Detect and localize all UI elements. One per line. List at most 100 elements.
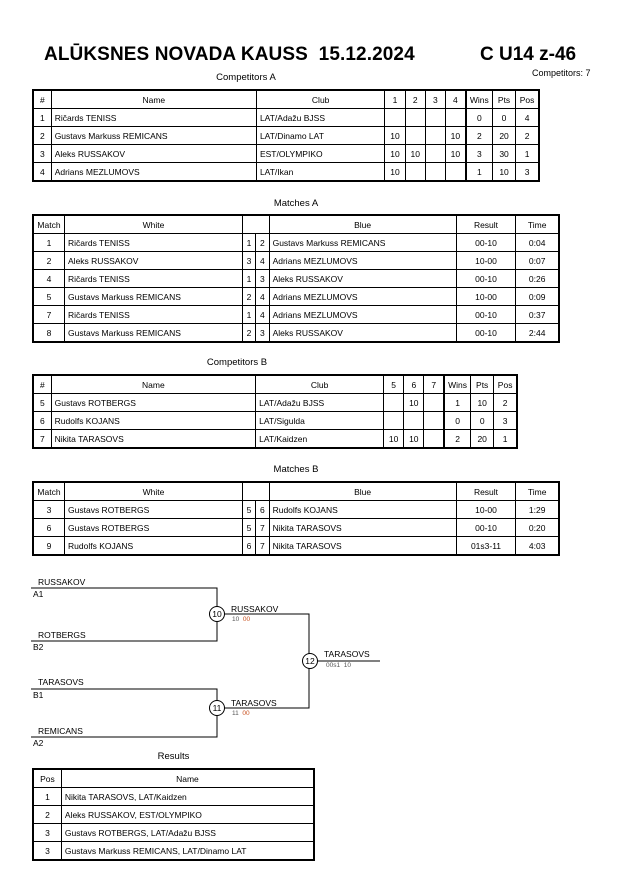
table-cell: Ričards TENISS	[50, 108, 257, 127]
table-cell: 3	[32, 500, 66, 519]
table-cell: 8	[32, 323, 66, 343]
col-header: Name	[50, 89, 257, 109]
semi1-score: 10 00	[232, 616, 251, 623]
table-cell: 6	[255, 500, 270, 519]
bracket: RUSSAKOV A1 ROTBERGS B2 TARASOVS B1 REMI…	[0, 570, 630, 750]
table-cell: 2	[464, 126, 493, 145]
col-header: Name	[60, 768, 315, 788]
table-cell: Nikita TARASOVS	[268, 536, 457, 556]
table-cell: 3	[493, 411, 518, 430]
slot-seed-1: A1	[33, 589, 44, 599]
col-header: Blue	[268, 481, 457, 501]
table-cell: 20	[491, 126, 517, 145]
table-cell: Nikita TARASOVS	[50, 429, 257, 449]
col-header-ids	[241, 214, 270, 234]
col-header: Match	[32, 214, 66, 234]
page-title: ALŪKSNES NOVADA KAUSS 15.12.2024	[44, 44, 415, 65]
table-cell: 3	[255, 323, 270, 343]
table-cell: EST/OLYMPIKO	[255, 144, 386, 163]
table-cell: 01s3-11	[455, 536, 517, 556]
col-header: Pos	[493, 374, 518, 394]
competitors-count: Competitors: 7	[532, 68, 591, 78]
table-cell: 3	[32, 841, 62, 861]
table-cell: 10-00	[455, 251, 517, 270]
table-cell	[424, 126, 447, 145]
table-cell: 1	[493, 429, 518, 449]
table-cell: 10	[384, 126, 406, 145]
table-cell: LAT/Adažu BJSS	[255, 108, 386, 127]
table-cell: 1	[515, 144, 540, 163]
competitors-a-title: Competitors A	[216, 72, 276, 83]
table-cell	[404, 162, 426, 182]
col-header: Pts	[470, 374, 495, 394]
table-cell: 5	[241, 518, 257, 537]
table-cell: 2	[32, 805, 62, 824]
table-cell: 6	[32, 411, 52, 430]
table-cell: 0	[443, 411, 472, 430]
table-cell: 0:07	[515, 251, 560, 270]
table-cell: Nikita TARASOVS	[268, 518, 457, 537]
table-cell: Nikita TARASOVS, LAT/Kaidzen	[60, 787, 315, 806]
table-header-row: # Name Club 5 6 7 Wins Pts Pos	[32, 374, 518, 394]
table-cell: Adrians MEZLUMOVS	[268, 287, 457, 306]
table-cell: 6	[32, 518, 66, 537]
table-cell: 1	[32, 233, 66, 252]
table-cell: 1	[241, 305, 257, 324]
table-cell: 3	[241, 251, 257, 270]
table-cell: Rudolfs KOJANS	[64, 536, 243, 556]
table-cell: Gustavs Markuss REMICANS	[50, 126, 257, 145]
table-cell: 1	[443, 393, 472, 412]
table-cell: 3	[464, 144, 493, 163]
table-cell: Gustavs Markuss REMICANS	[64, 287, 243, 306]
col-header: Name	[50, 374, 257, 394]
col-header: White	[64, 481, 243, 501]
table-cell: 30	[491, 144, 517, 163]
table-cell: 10	[403, 393, 425, 412]
table-header-row: Pos Name	[32, 768, 315, 788]
table-cell: 1	[32, 787, 62, 806]
table-cell: 4:03	[515, 536, 560, 556]
table-cell: 0:26	[515, 269, 560, 288]
table-cell: 00-10	[455, 233, 517, 252]
col-header: Blue	[268, 214, 457, 234]
slot-seed-3: B1	[33, 690, 44, 700]
table-cell	[423, 429, 445, 449]
table-cell: 0:04	[515, 233, 560, 252]
table-cell: 0	[491, 108, 517, 127]
table-cell: 2	[32, 126, 52, 145]
table-cell: 2	[241, 287, 257, 306]
col-header: Result	[455, 481, 517, 501]
table-cell	[423, 393, 445, 412]
final-score: 00s1 10	[326, 662, 351, 669]
semi2-score: 11 00	[232, 710, 250, 717]
table-cell: 3	[255, 269, 270, 288]
table-cell	[424, 108, 447, 127]
col-header: 6	[403, 374, 425, 394]
table-cell: 2	[443, 429, 472, 449]
table-cell: 4	[255, 287, 270, 306]
table-cell: 10	[470, 393, 495, 412]
table-cell: 1:29	[515, 500, 560, 519]
col-header: 3	[424, 89, 447, 109]
table-cell	[384, 108, 406, 127]
table-cell: 3	[32, 823, 62, 842]
table-cell: Rudolfs KOJANS	[268, 500, 457, 519]
table-cell: 2:44	[515, 323, 560, 343]
table-cell: Aleks RUSSAKOV	[268, 323, 457, 343]
col-header: Match	[32, 481, 66, 501]
table-cell: LAT/Ikan	[255, 162, 386, 182]
table-cell: 00-10	[455, 269, 517, 288]
table-cell: 4	[515, 108, 540, 127]
table-cell: 3	[32, 144, 52, 163]
table-cell: Ričards TENISS	[64, 269, 243, 288]
table-cell: 3	[515, 162, 540, 182]
